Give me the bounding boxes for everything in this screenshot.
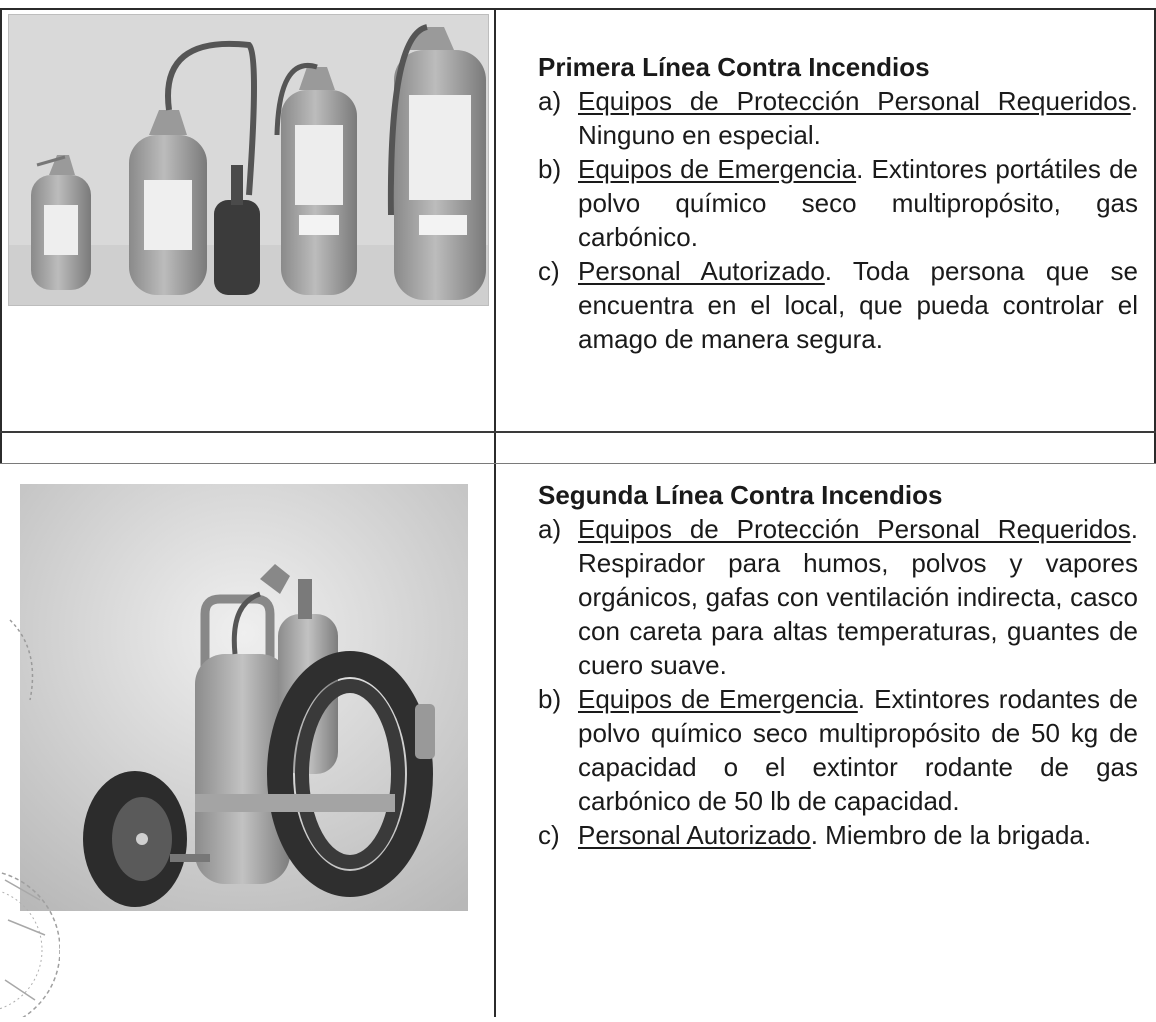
item-text: . Respirador para humos, polvos y vapore…: [578, 514, 1138, 680]
item-text: . Extintores rodantes de polvo químico s…: [578, 684, 1138, 816]
item-label: Equipos de Emergencia: [578, 684, 858, 714]
item-marker: b): [538, 154, 562, 184]
item-text: . Toda persona que se encuentra en el lo…: [578, 256, 1138, 354]
table-right-border: [1154, 8, 1156, 464]
item-label: Equipos de Protección Personal Requerido…: [578, 86, 1131, 116]
item-label: Personal Autorizado: [578, 256, 825, 286]
item-text: . Miembro de la brigada.: [810, 820, 1092, 850]
section-2-text: Segunda Línea Contra Incendios a) Equipo…: [538, 478, 1138, 852]
section-1-item-b: b) Equipos de Emergencia. Extintores por…: [538, 152, 1138, 254]
section-2-item-c: c) Personal Autorizado. Miembro de la br…: [538, 818, 1138, 852]
section-1-heading: Primera Línea Contra Incendios: [538, 52, 930, 82]
section-1-text: Primera Línea Contra Incendios a) Equipo…: [538, 50, 1138, 356]
section-2-heading: Segunda Línea Contra Incendios: [538, 480, 943, 510]
table-row-divider-secondary: [0, 463, 1156, 464]
item-marker: a): [538, 514, 562, 544]
section-1-item-a: a) Equipos de Protección Personal Requer…: [538, 84, 1138, 152]
item-marker: b): [538, 684, 562, 714]
table-left-border: [0, 8, 2, 464]
item-label: Personal Autorizado: [578, 820, 811, 850]
item-label: Equipos de Emergencia: [578, 154, 857, 184]
item-text: . Extintores portátiles de polvo químico…: [578, 154, 1139, 252]
table-top-border: [0, 8, 1156, 10]
wheeled-extinguisher-photo: [20, 484, 468, 911]
item-text: . Ninguno en especial.: [578, 86, 1138, 150]
item-marker: c): [538, 820, 560, 850]
table-row-divider: [0, 431, 1156, 433]
item-marker: c): [538, 256, 560, 286]
section-1-item-c: c) Personal Autorizado. Toda persona que…: [538, 254, 1138, 356]
section-2-item-a: a) Equipos de Protección Personal Requer…: [538, 512, 1138, 682]
table-column-divider: [494, 8, 496, 1017]
item-marker: a): [538, 86, 562, 116]
seal-stamp-icon: [0, 560, 61, 1022]
portable-extinguishers-photo: [8, 14, 489, 306]
item-label: Equipos de Protección Personal Requerido…: [578, 514, 1131, 544]
section-2-item-b: b) Equipos de Emergencia. Extintores rod…: [538, 682, 1138, 818]
